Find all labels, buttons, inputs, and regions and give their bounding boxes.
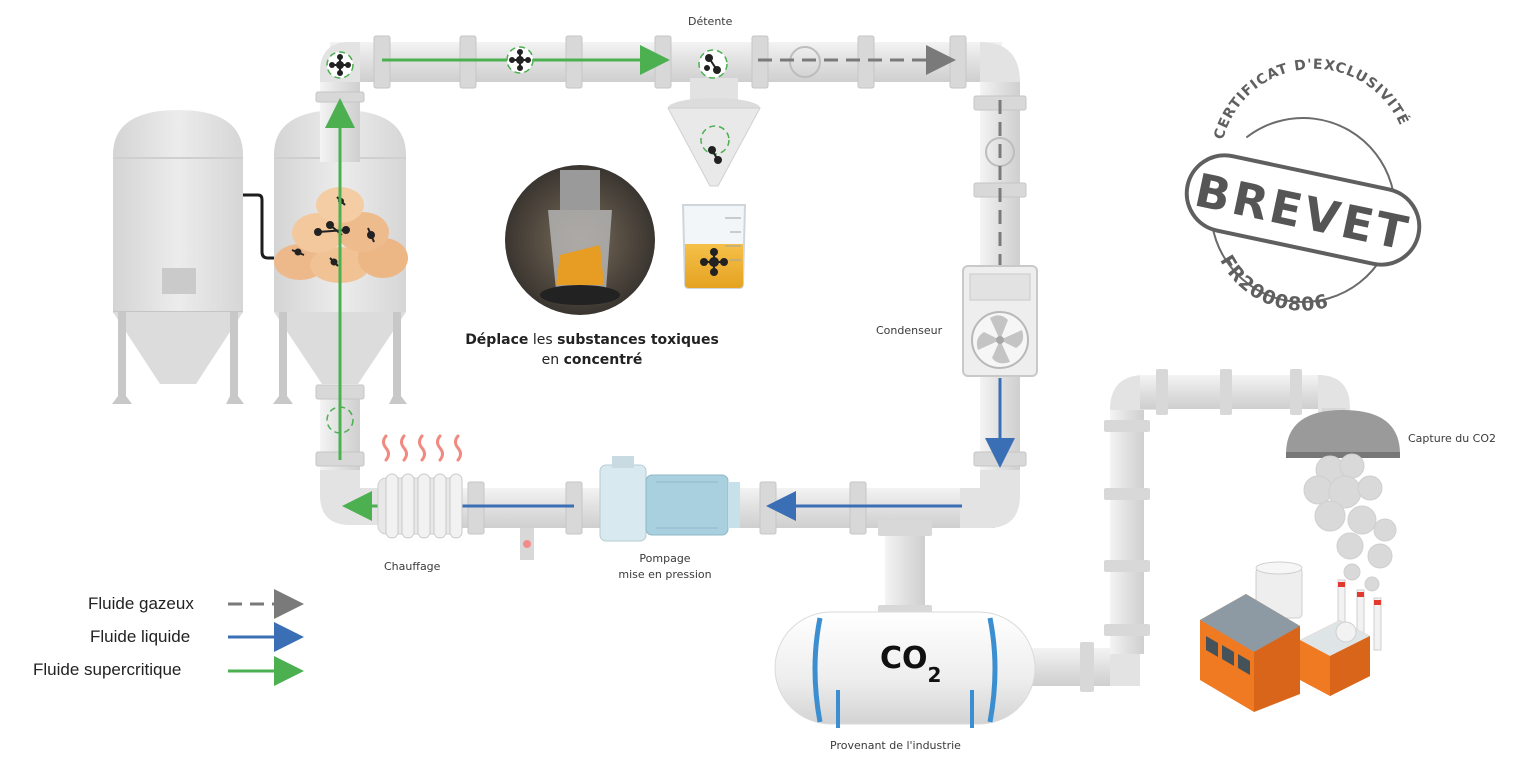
- legend-liquid-label: Fluide liquide: [90, 627, 191, 646]
- co2-tank: [774, 611, 1036, 728]
- heater-unit: [377, 434, 534, 560]
- heat-waves-icon: [382, 434, 462, 462]
- stamp-top-text: CERTIFICAT D'EXCLUSIVITÉ: [1211, 57, 1412, 142]
- caption: Déplace les substances toxiques en conce…: [452, 330, 732, 370]
- label-chauffage: Chauffage: [384, 560, 441, 573]
- caption-line1: Déplace les substances toxiques: [452, 330, 732, 350]
- condenser-unit: [962, 265, 1038, 377]
- beaker-icon: [681, 204, 747, 289]
- extraction-photo: [505, 165, 655, 315]
- caption-bold-2: substances toxiques: [557, 332, 719, 348]
- label-pompage: Pompage mise en pression: [600, 551, 730, 583]
- label-pompage-line2: mise en pression: [618, 568, 712, 581]
- label-pompage-line1: Pompage: [639, 552, 691, 565]
- co2-tank-label: CO2: [880, 641, 941, 687]
- caption-line2: en concentré: [452, 350, 732, 370]
- caption-bold-1: Déplace: [465, 332, 529, 348]
- label-condenseur: Condenseur: [876, 324, 943, 337]
- capture-hood: [1286, 410, 1400, 458]
- stamp-bottom-text: FR2000806: [1215, 251, 1331, 316]
- caption-bold-3: concentré: [563, 352, 643, 368]
- caption-text-1: les: [528, 332, 558, 348]
- factory-icon: [1200, 561, 1382, 712]
- silo-left: [112, 110, 244, 404]
- legend-supercritical-label: Fluide supercritique: [33, 660, 182, 679]
- detente-funnel: [667, 78, 761, 187]
- label-provenant: Provenant de l'industrie: [830, 739, 961, 752]
- legend-gas-label: Fluide gazeux: [88, 594, 194, 613]
- caption-text-2: en: [541, 352, 564, 368]
- co2-pipes: [878, 369, 1350, 692]
- brevet-stamp: [1184, 117, 1422, 303]
- smoke: [1303, 453, 1397, 592]
- label-detente: Détente: [688, 15, 733, 28]
- hemp-heap: [274, 187, 408, 283]
- molecule-icons: [326, 46, 728, 434]
- silo-connector: [243, 193, 275, 260]
- label-capture: Capture du CO2: [1408, 432, 1497, 445]
- pump-unit: [599, 456, 740, 542]
